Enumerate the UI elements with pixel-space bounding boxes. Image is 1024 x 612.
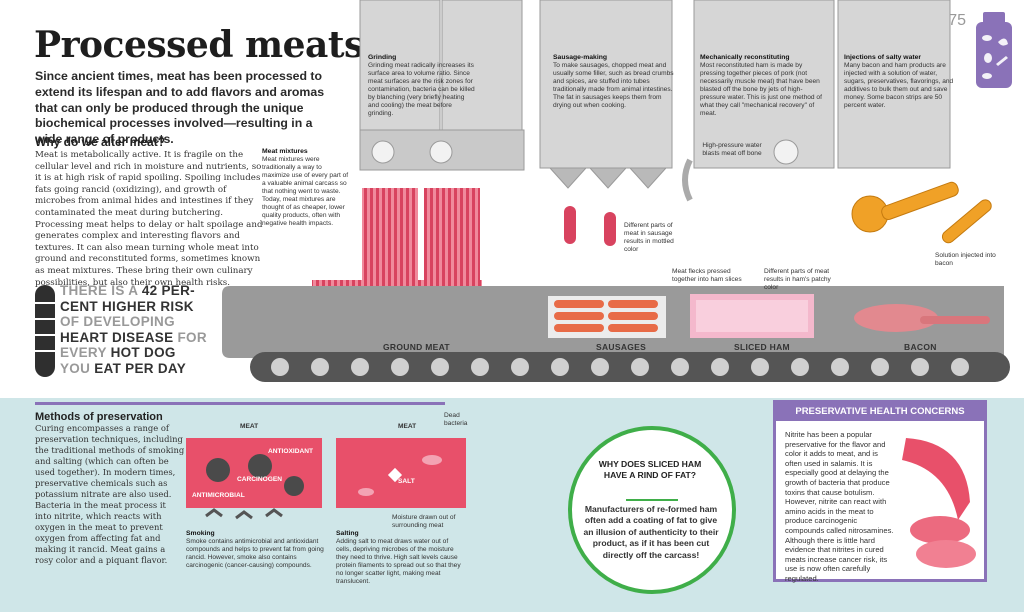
- smoking-label-meat: MEAT: [240, 423, 259, 430]
- smoking-label-antioxidant: ANTIOXIDANT: [268, 448, 314, 455]
- grinding-caption: Grinding Grinding meat radically increas…: [368, 54, 476, 118]
- stat-l4a: HEART DISEASE: [60, 329, 174, 345]
- smoking-label-antimicrobial: ANTIMICROBIAL: [192, 492, 245, 499]
- salting-label-dead-bacteria: Dead bacteria: [444, 412, 468, 427]
- smoking-label-carcinogen: CARCINOGEN: [237, 476, 283, 483]
- meat-mixtures-caption: Meat mixtures Meat mixtures were traditi…: [262, 148, 350, 228]
- stat-l5b: HOT DOG: [110, 345, 176, 360]
- heart-disease-stat: THERE IS A 42 PER- CENT HIGHER RISK OF D…: [60, 283, 240, 376]
- grinding-text: Grinding meat radically increases its su…: [368, 62, 475, 117]
- sausage-caption: Sausage-making To make sausages, chopped…: [553, 54, 675, 110]
- stat-l4b: FOR: [173, 329, 207, 345]
- reconstituting-machine: [682, 0, 835, 202]
- label-sausages: SAUSAGES: [596, 342, 647, 352]
- salting-label-meat: MEAT: [398, 423, 417, 430]
- label-sliced-ham: SLICED HAM: [734, 342, 790, 352]
- sausages-falling: [564, 206, 616, 246]
- salting-label-salt: SALT: [398, 478, 415, 485]
- injections-caption: Injections of salty water Many bacon and…: [844, 54, 960, 110]
- leaf-icon: [998, 38, 1008, 46]
- intro-text: Since ancient times, meat has been proce…: [35, 69, 325, 147]
- sausage-text: To make sausages, chopped meat and usual…: [553, 62, 674, 109]
- stat-l6a: YOU: [60, 360, 95, 376]
- jar-icon: [976, 12, 1012, 88]
- annotation-solution: Solution injected into bacon: [935, 252, 996, 267]
- label-ground-meat: GROUND MEAT: [383, 342, 450, 352]
- health-concerns-heading: PRESERVATIVE HEALTH CONCERNS: [776, 403, 984, 421]
- health-concerns-body: Nitrite has been a popular preservative …: [785, 430, 894, 583]
- meat-mixtures-title: Meat mixtures: [262, 148, 308, 155]
- sausage-tray: [548, 296, 666, 338]
- reconstituting-text: Most reconstituted ham is made by pressi…: [700, 62, 822, 117]
- hotdog-icon: [35, 285, 55, 377]
- sausage-machine: [539, 0, 673, 189]
- ham-tray: [690, 294, 814, 338]
- annotation-sausage-parts: Different parts of meat in sausage resul…: [624, 222, 674, 253]
- injection-machine: [837, 0, 951, 169]
- annotation-water-blast: High-pressure water blasts meat off bone: [702, 142, 762, 157]
- stat-l5a: EVERY: [60, 345, 111, 360]
- stat-l1b: 42 PER-: [141, 283, 195, 298]
- bone-icon: [996, 56, 1008, 66]
- stat-l6b: EAT PER DAY: [94, 360, 187, 376]
- stat-l2: CENT HIGHER RISK: [60, 298, 194, 314]
- dead-bacteria: [358, 455, 442, 496]
- meat-mixtures-text: Meat mixtures were traditionally a way t…: [262, 156, 349, 227]
- annotation-ham-parts: Different parts of meat results in ham's…: [764, 268, 831, 291]
- annotation-flecks: Meat flecks pressed together into ham sl…: [672, 268, 742, 283]
- reconstituting-caption: Mechanically reconstituting Most reconst…: [700, 54, 828, 118]
- salting-diagram: [336, 438, 466, 508]
- bacon-tray: [854, 304, 990, 332]
- salting-label-drawn-out: Moisture drawn out of surrounding meat: [392, 514, 456, 529]
- sausage-title: Sausage-making: [553, 54, 608, 61]
- grinding-title: Grinding: [368, 54, 397, 61]
- smoking-title: Smoking: [186, 530, 215, 537]
- why-heading: Why do we alter meat?: [35, 135, 166, 149]
- reconstituting-title: Mechanically reconstituting: [700, 54, 790, 61]
- grinding-machine: [359, 0, 525, 171]
- preservation-body: Curing encompasses a range of preservati…: [35, 423, 185, 565]
- salting-caption: Salting Adding salt to meat draws water …: [336, 530, 464, 586]
- smoking-diagram: [186, 438, 322, 520]
- page-title: Processed meats: [34, 24, 364, 66]
- smoking-text: Smoke contains antimicrobial and antioxi…: [186, 538, 324, 569]
- preservation-heading: Methods of preservation: [35, 411, 163, 423]
- why-body: Meat is metabolically active. It is frag…: [35, 150, 263, 288]
- processing-line-illustration: [222, 0, 1010, 382]
- belt-rollers: [271, 358, 969, 376]
- robot-arm: [851, 181, 992, 244]
- section-rule: [35, 402, 445, 405]
- stat-l3: OF DEVELOPING: [60, 314, 175, 329]
- injections-text: Many bacon and ham products are injected…: [844, 62, 954, 109]
- salting-text: Adding salt to meat draws water out of c…: [336, 538, 461, 585]
- rind-body: Manufacturers of re-formed ham often add…: [583, 504, 719, 560]
- rind-callout-circle: [568, 426, 736, 594]
- smoke-arrows: [205, 508, 283, 520]
- fish-icon: [982, 35, 992, 41]
- label-bacon: BACON: [904, 342, 937, 352]
- rind-heading: WHY DOES SLICED HAM HAVE A RIND OF FAT?: [598, 459, 702, 480]
- salami-illustration: [902, 438, 976, 568]
- injections-title: Injections of salty water: [844, 54, 922, 61]
- stat-l1a: THERE IS A: [60, 283, 142, 298]
- smoking-caption: Smoking Smoke contains antimicrobial and…: [186, 530, 328, 570]
- carcinogen-particles: [206, 454, 304, 496]
- page-number-next: 75: [948, 12, 966, 29]
- salting-title: Salting: [336, 530, 359, 537]
- salt-crystal: [387, 467, 403, 483]
